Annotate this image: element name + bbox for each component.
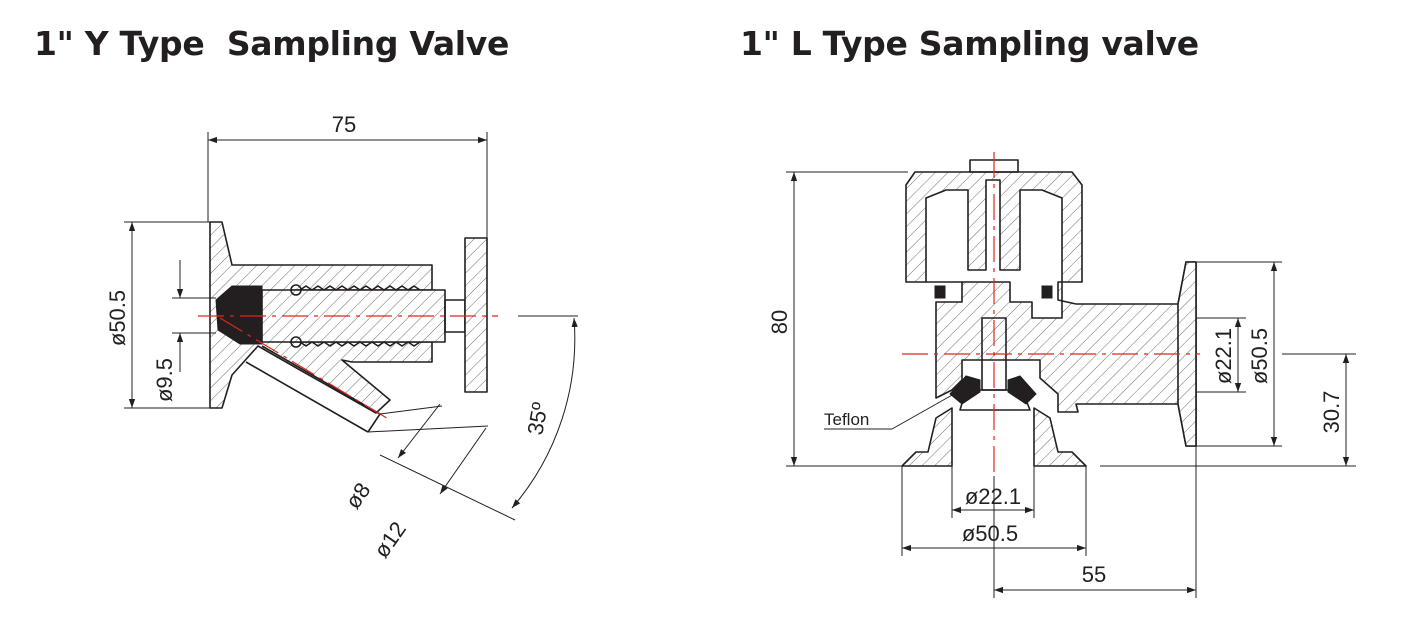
y-valve-handwheel	[464, 237, 488, 393]
y-dim-length: 75	[332, 112, 356, 137]
l-dim-height: 80	[767, 310, 792, 334]
l-valve-oring-right	[1041, 285, 1053, 299]
y-valve-drawing	[198, 221, 498, 433]
y-dim-outlet-inner: ø8	[340, 478, 375, 513]
y-valve-thread-bottom	[299, 341, 421, 347]
y-valve-seal	[215, 285, 263, 345]
y-dim-outlet-outer: ø12	[369, 517, 411, 562]
y-valve-outlet-tube	[245, 345, 381, 433]
l-valve-drawing	[901, 152, 1200, 476]
y-dim-angle: 35º	[522, 401, 552, 437]
l-dim-bottom-bore: ø22.1	[965, 484, 1021, 509]
l-valve-bonnet	[905, 171, 1083, 283]
l-type-title: 1" L Type Sampling valve	[740, 24, 1199, 63]
l-valve-oring-left	[934, 285, 946, 299]
y-dim-bore-dia: ø9.5	[152, 358, 177, 402]
y-type-title: 1" Y Type Sampling Valve	[34, 24, 510, 63]
y-valve-thread-top	[299, 285, 421, 291]
l-dim-side-flange: ø50.5	[1247, 328, 1272, 384]
y-valve-flange	[209, 221, 433, 414]
l-valve-nut	[959, 389, 1031, 411]
l-label-teflon: Teflon	[824, 410, 869, 429]
l-dim-side-height: 30.7	[1319, 391, 1344, 434]
l-dim-width: 55	[1082, 562, 1106, 587]
l-dim-side-bore: ø22.1	[1211, 328, 1236, 384]
l-valve-dimensions: 80 ø50.5 ø22.1 30.7 ø22.1 ø50.5	[767, 171, 1356, 598]
y-valve-outlet-axis	[219, 317, 391, 421]
l-dim-bottom-flange: ø50.5	[962, 521, 1018, 546]
y-valve-oring-bottom	[290, 336, 302, 348]
l-valve-teflon-seal-left	[949, 375, 981, 405]
y-valve-oring-top	[290, 284, 302, 296]
y-dim-flange-dia: ø50.5	[105, 290, 130, 346]
